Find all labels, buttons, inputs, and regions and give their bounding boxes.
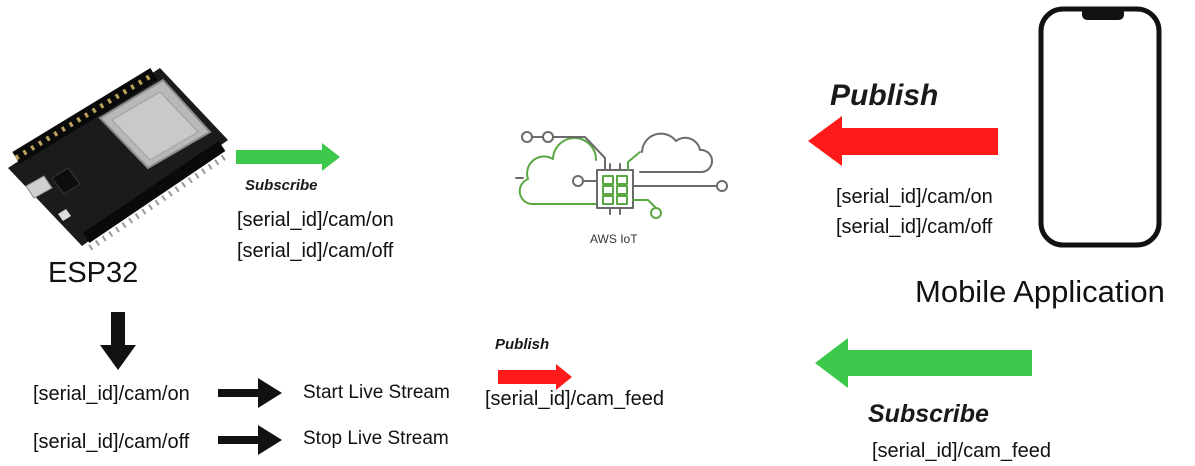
esp32-subscribe-label: Subscribe (245, 177, 318, 194)
esp32-down-arrow (100, 312, 136, 370)
mobile-publish-topic-on: [serial_id]/cam/on (836, 186, 993, 208)
aws-cloud-right (639, 132, 714, 173)
esp32-subscribe-topic-off: [serial_id]/cam/off (237, 240, 394, 262)
aws-iot-icon (515, 131, 728, 219)
mobile-app-label: Mobile Application (915, 274, 1165, 309)
aws-chip-cell (602, 175, 614, 185)
aws-chip-cell (616, 195, 628, 205)
mobile-subscribe-arrow (815, 338, 1032, 388)
aws-chip-pins (609, 163, 621, 215)
board-chip (51, 167, 81, 195)
aws-link-2 (552, 136, 606, 171)
action-topic-on: [serial_id]/cam/on (33, 383, 190, 405)
aws-node-1 (521, 131, 533, 143)
aws-link-top (627, 151, 641, 171)
esp32-label: ESP32 (48, 257, 139, 289)
pin-header-bottom (82, 141, 226, 243)
stop-stream-arrow (218, 425, 282, 455)
pin-header-top (12, 68, 158, 164)
aws-link-bottom (632, 199, 656, 208)
start-live-stream-label: Start Live Stream (303, 382, 450, 403)
esp32-subscribe-topic-on: [serial_id]/cam/on (237, 209, 394, 231)
mobile-publish-topic-off: [serial_id]/cam/off (836, 216, 993, 238)
aws-chip-cell (616, 185, 628, 195)
smartphone-icon (1038, 6, 1162, 248)
mobile-subscribe-label: Subscribe (868, 400, 989, 428)
mobile-publish-label: Publish (830, 79, 939, 112)
esp32-publish-topic: [serial_id]/cam_feed (485, 388, 664, 410)
aws-chip-cell (602, 195, 614, 205)
aws-node-bottom (650, 207, 662, 219)
header-pins-bottom (88, 153, 228, 251)
reset-button (58, 209, 71, 221)
start-stream-arrow (218, 378, 282, 408)
aws-chip-cell (602, 185, 614, 195)
aws-node-right (716, 180, 728, 192)
mobile-subscribe-topic: [serial_id]/cam_feed (872, 440, 1051, 462)
aws-chip-cell (616, 175, 628, 185)
usb-port (25, 175, 53, 199)
aws-node-left (572, 175, 584, 187)
aws-node-2 (542, 131, 554, 143)
stop-live-stream-label: Stop Live Stream (303, 428, 449, 449)
aws-iot-label: AWS IoT (590, 232, 638, 246)
aws-cloud-left (518, 137, 598, 205)
phone-body (1038, 6, 1162, 248)
esp32-publish-label: Publish (495, 336, 550, 353)
phone-notch (1082, 10, 1124, 20)
esp32-subscribe-arrow (236, 143, 340, 171)
esp32-publish-arrow (498, 364, 572, 390)
action-topic-off: [serial_id]/cam/off (33, 431, 190, 453)
wifi-module-inner (111, 91, 199, 161)
esp32-board-icon (8, 68, 228, 251)
mobile-publish-arrow (808, 116, 998, 166)
